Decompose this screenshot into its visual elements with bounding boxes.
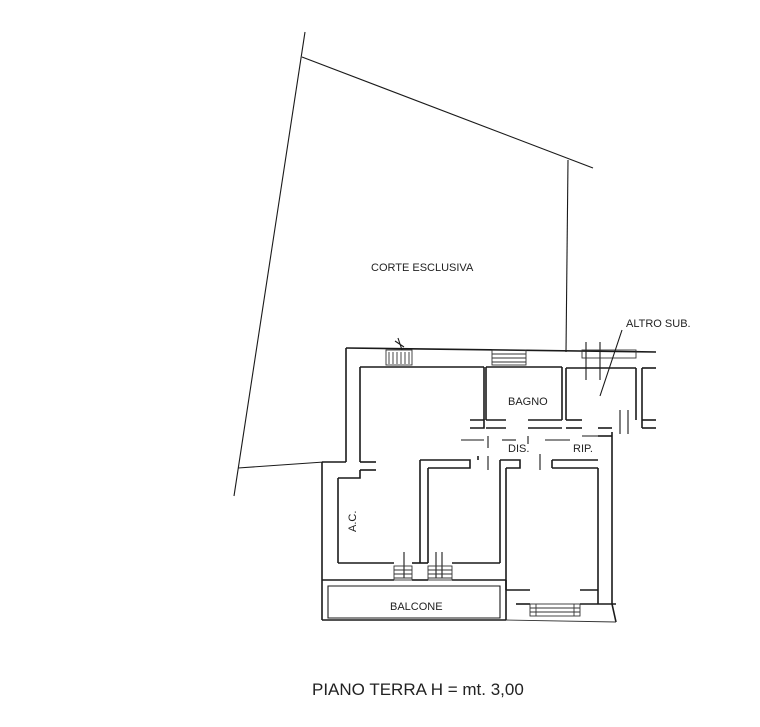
door-marks: [403, 342, 629, 578]
label-bathroom: BAGNO: [508, 396, 548, 408]
balcony: [321, 580, 617, 623]
outer-walls: [321, 347, 657, 623]
windows: [385, 337, 637, 617]
label-balcony: BALCONE: [390, 601, 443, 613]
courtyard-boundary: [233, 31, 594, 497]
label-other-unit: ALTRO SUB.: [626, 318, 691, 330]
interior-walls: [419, 367, 656, 563]
label-courtyard: CORTE ESCLUSIVA: [371, 262, 474, 274]
other-unit-leader: [599, 329, 623, 397]
label-hallway: DIS.: [508, 443, 529, 455]
label-storage: RIP.: [573, 443, 593, 455]
plan-caption: PIANO TERRA H = mt. 3,00: [312, 680, 524, 699]
label-living-kitchen: A.C.: [347, 511, 359, 532]
